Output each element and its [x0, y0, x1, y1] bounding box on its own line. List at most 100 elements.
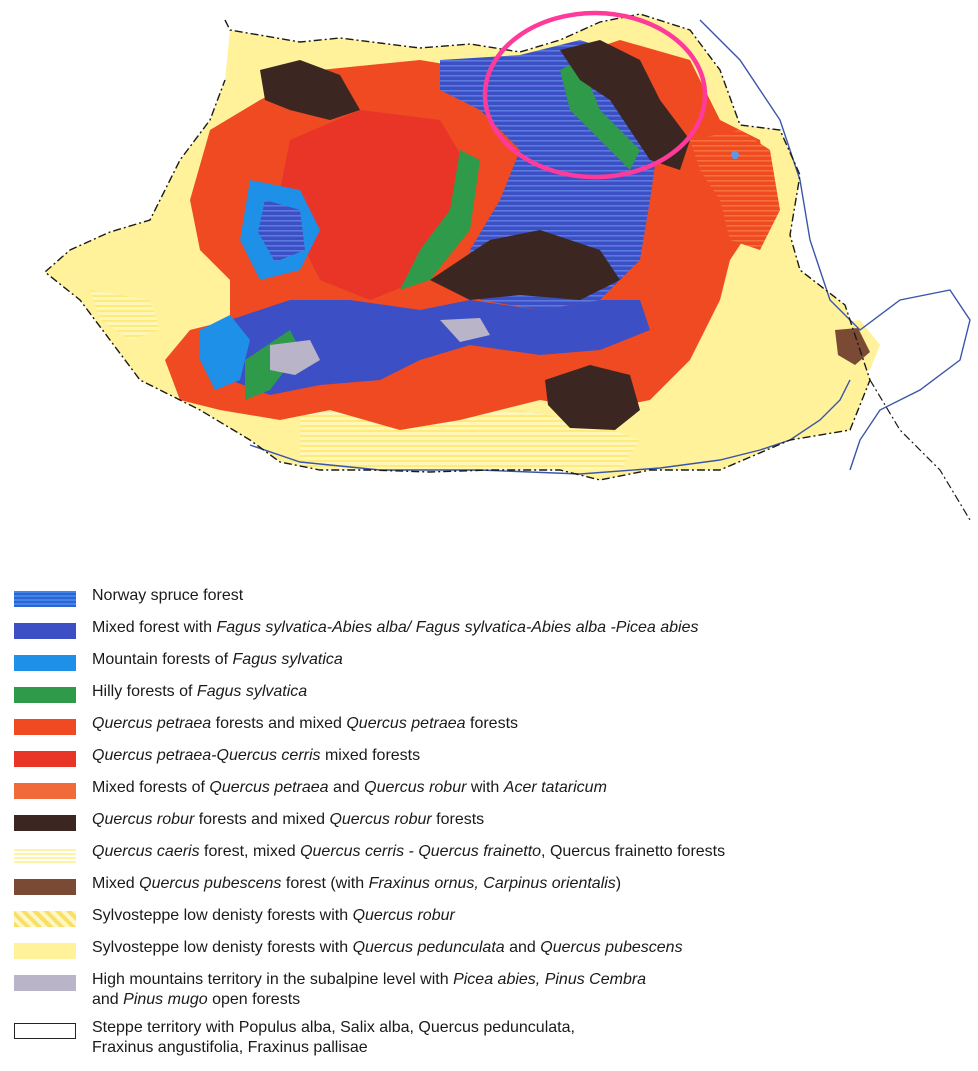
legend-swatch [14, 687, 76, 703]
robur-north-region [560, 40, 690, 170]
subalpine-region-1 [270, 340, 320, 375]
legend-label-part: Norway spruce forest [92, 587, 244, 604]
legend-label-part: forest, mixed [199, 843, 301, 860]
legend-label-line: Norway spruce forest [92, 586, 243, 606]
legend-label-part: Fagus sylvatica [232, 651, 343, 668]
legend-item: High mountains territory in the subalpin… [14, 970, 646, 1008]
legend-label-part: Sylvosteppe low denisty forests with [92, 907, 353, 924]
legend-label-line: Sylvosteppe low denisty forests with Que… [92, 906, 455, 926]
legend-label-line: Quercus petraea-Quercus cerris mixed for… [92, 746, 420, 766]
legend-label-part: open forests [207, 991, 301, 1008]
legend-label-part: ) [615, 875, 622, 892]
legend-swatch [14, 655, 76, 671]
legend-label-part: Pinus mugo [123, 991, 208, 1008]
legend-label-part: forests [465, 715, 519, 732]
legend-swatch [14, 1023, 76, 1039]
legend-label-part: Hilly forests of [92, 683, 197, 700]
legend-label-line: Hilly forests of Fagus sylvatica [92, 682, 307, 702]
legend-label-line: Fraxinus angustifolia, Fraxinus pallisae [92, 1038, 575, 1058]
legend-label-part: Quercus pubescens [139, 875, 282, 892]
country-border-line [43, 13, 871, 481]
vegetation-map [43, 10, 971, 521]
legend-item: Sylvosteppe low denisty forests with Que… [14, 906, 455, 936]
legend-label-part: Fagus sylvatica [196, 683, 308, 700]
legend-label-part: Quercus cerris - Quercus frainetto [300, 843, 542, 860]
legend-label-part: forests [431, 811, 485, 828]
outer-border-line [869, 379, 971, 521]
legend-label: Quercus robur forests and mixed Quercus … [92, 810, 484, 830]
legend-label: Quercus petraea forests and mixed Quercu… [92, 714, 518, 734]
legend-label-part: Fraxinus angustifolia, Fraxinus pallisae [92, 1039, 368, 1056]
legend-label: Mixed forests of Quercus petraea and Que… [92, 778, 607, 798]
legend-swatch [14, 911, 76, 927]
legend-label-part: Fagus sylvatica-Abies alba/ Fagus sylvat… [216, 619, 699, 636]
legend-swatch [14, 943, 76, 959]
legend-label-part: Quercus petraea-Quercus cerris [92, 747, 321, 764]
legend-item: Quercus petraea forests and mixed Quercu… [14, 714, 518, 744]
legend-label-part: Quercus petraea [209, 779, 329, 796]
legend-item: Hilly forests of Fagus sylvatica [14, 682, 307, 712]
legend-item: Mountain forests of Fagus sylvatica [14, 650, 343, 680]
hilly-beech-region-2 [560, 60, 640, 170]
legend-label-part: mixed forests [320, 747, 421, 764]
legend-item: Mixed Quercus pubescens forest (with Fra… [14, 874, 621, 904]
legend-swatch [14, 847, 76, 863]
legend-label-part: Mixed forest with [92, 619, 217, 636]
legend-label-line: Sylvosteppe low denisty forests with Que… [92, 938, 683, 958]
legend-label-part: and [328, 779, 365, 796]
legend-label-line: Mountain forests of Fagus sylvatica [92, 650, 343, 670]
legend-label-part: Quercus petraea [92, 715, 212, 732]
robur-south-region [545, 365, 640, 430]
robur-central-region [430, 230, 620, 300]
legend-item: Quercus caeris forest, mixed Quercus cer… [14, 842, 725, 872]
legend-label-line: Steppe territory with Populus alba, Sali… [92, 1018, 575, 1038]
location-dot [731, 151, 739, 159]
legend-label-part: Fraxinus ornus, Carpinus orientalis [368, 875, 616, 892]
legend-label-part: Quercus robur [352, 907, 455, 924]
legend-label-line: and Pinus mugo open forests [92, 990, 646, 1010]
legend-label-part: Quercus petraea [346, 715, 466, 732]
southern-carpathians-beech-region [200, 315, 250, 390]
legend-label-part: and [92, 991, 124, 1008]
legend-swatch [14, 591, 76, 607]
legend-label: Quercus caeris forest, mixed Quercus cer… [92, 842, 725, 862]
subalpine-region-2 [440, 318, 490, 342]
legend-label-part: Picea abies, Pinus Cembra [453, 971, 647, 988]
legend-label-part: High mountains territory in the subalpin… [92, 971, 454, 988]
legend-label-line: Quercus robur forests and mixed Quercus … [92, 810, 484, 830]
legend-item: Steppe territory with Populus alba, Sali… [14, 1018, 575, 1056]
legend-label: Steppe territory with Populus alba, Sali… [92, 1018, 575, 1058]
robur-northwest-region [260, 60, 360, 120]
legend-swatch [14, 815, 76, 831]
legend-label-part: Mountain forests of [92, 651, 233, 668]
legend-label: Quercus petraea-Quercus cerris mixed for… [92, 746, 420, 766]
southern-carpathians-region [210, 300, 650, 395]
legend-item: Quercus robur forests and mixed Quercus … [14, 810, 484, 840]
legend-label-part: with [466, 779, 504, 796]
legend-label-part: Mixed forests of [92, 779, 210, 796]
legend-item: Sylvosteppe low denisty forests with Que… [14, 938, 683, 968]
legend-label-part: Steppe territory with Populus alba, Sali… [92, 1019, 575, 1036]
legend-label: Mountain forests of Fagus sylvatica [92, 650, 343, 670]
legend-label-part: Quercus robur [329, 811, 432, 828]
legend-label-line: Quercus caeris forest, mixed Quercus cer… [92, 842, 725, 862]
river-line [699, 19, 971, 471]
pubescens-enclave-region [835, 328, 870, 365]
legend-label: Mixed Quercus pubescens forest (with Fra… [92, 874, 621, 894]
highlight-ellipse [482, 10, 708, 180]
legend-label-line: High mountains territory in the subalpin… [92, 970, 646, 990]
legend-label: Sylvosteppe low denisty forests with Que… [92, 906, 455, 926]
legend-label: Norway spruce forest [92, 586, 243, 606]
legend-label-part: Mixed [92, 875, 140, 892]
danube-line [249, 379, 851, 475]
legend-swatch [14, 719, 76, 735]
legend-label: Hilly forests of Fagus sylvatica [92, 682, 307, 702]
legend-label-line: Mixed forest with Fagus sylvatica-Abies … [92, 618, 699, 638]
legend-item: Mixed forests of Quercus petraea and Que… [14, 778, 607, 808]
legend-item: Quercus petraea-Quercus cerris mixed for… [14, 746, 420, 776]
eastern-fringe-region [690, 130, 780, 250]
legend-label-part: Sylvosteppe low denisty forests with [92, 939, 353, 956]
legend-label-part: Quercus robur [364, 779, 467, 796]
legend-label-line: Mixed Quercus pubescens forest (with Fra… [92, 874, 621, 894]
